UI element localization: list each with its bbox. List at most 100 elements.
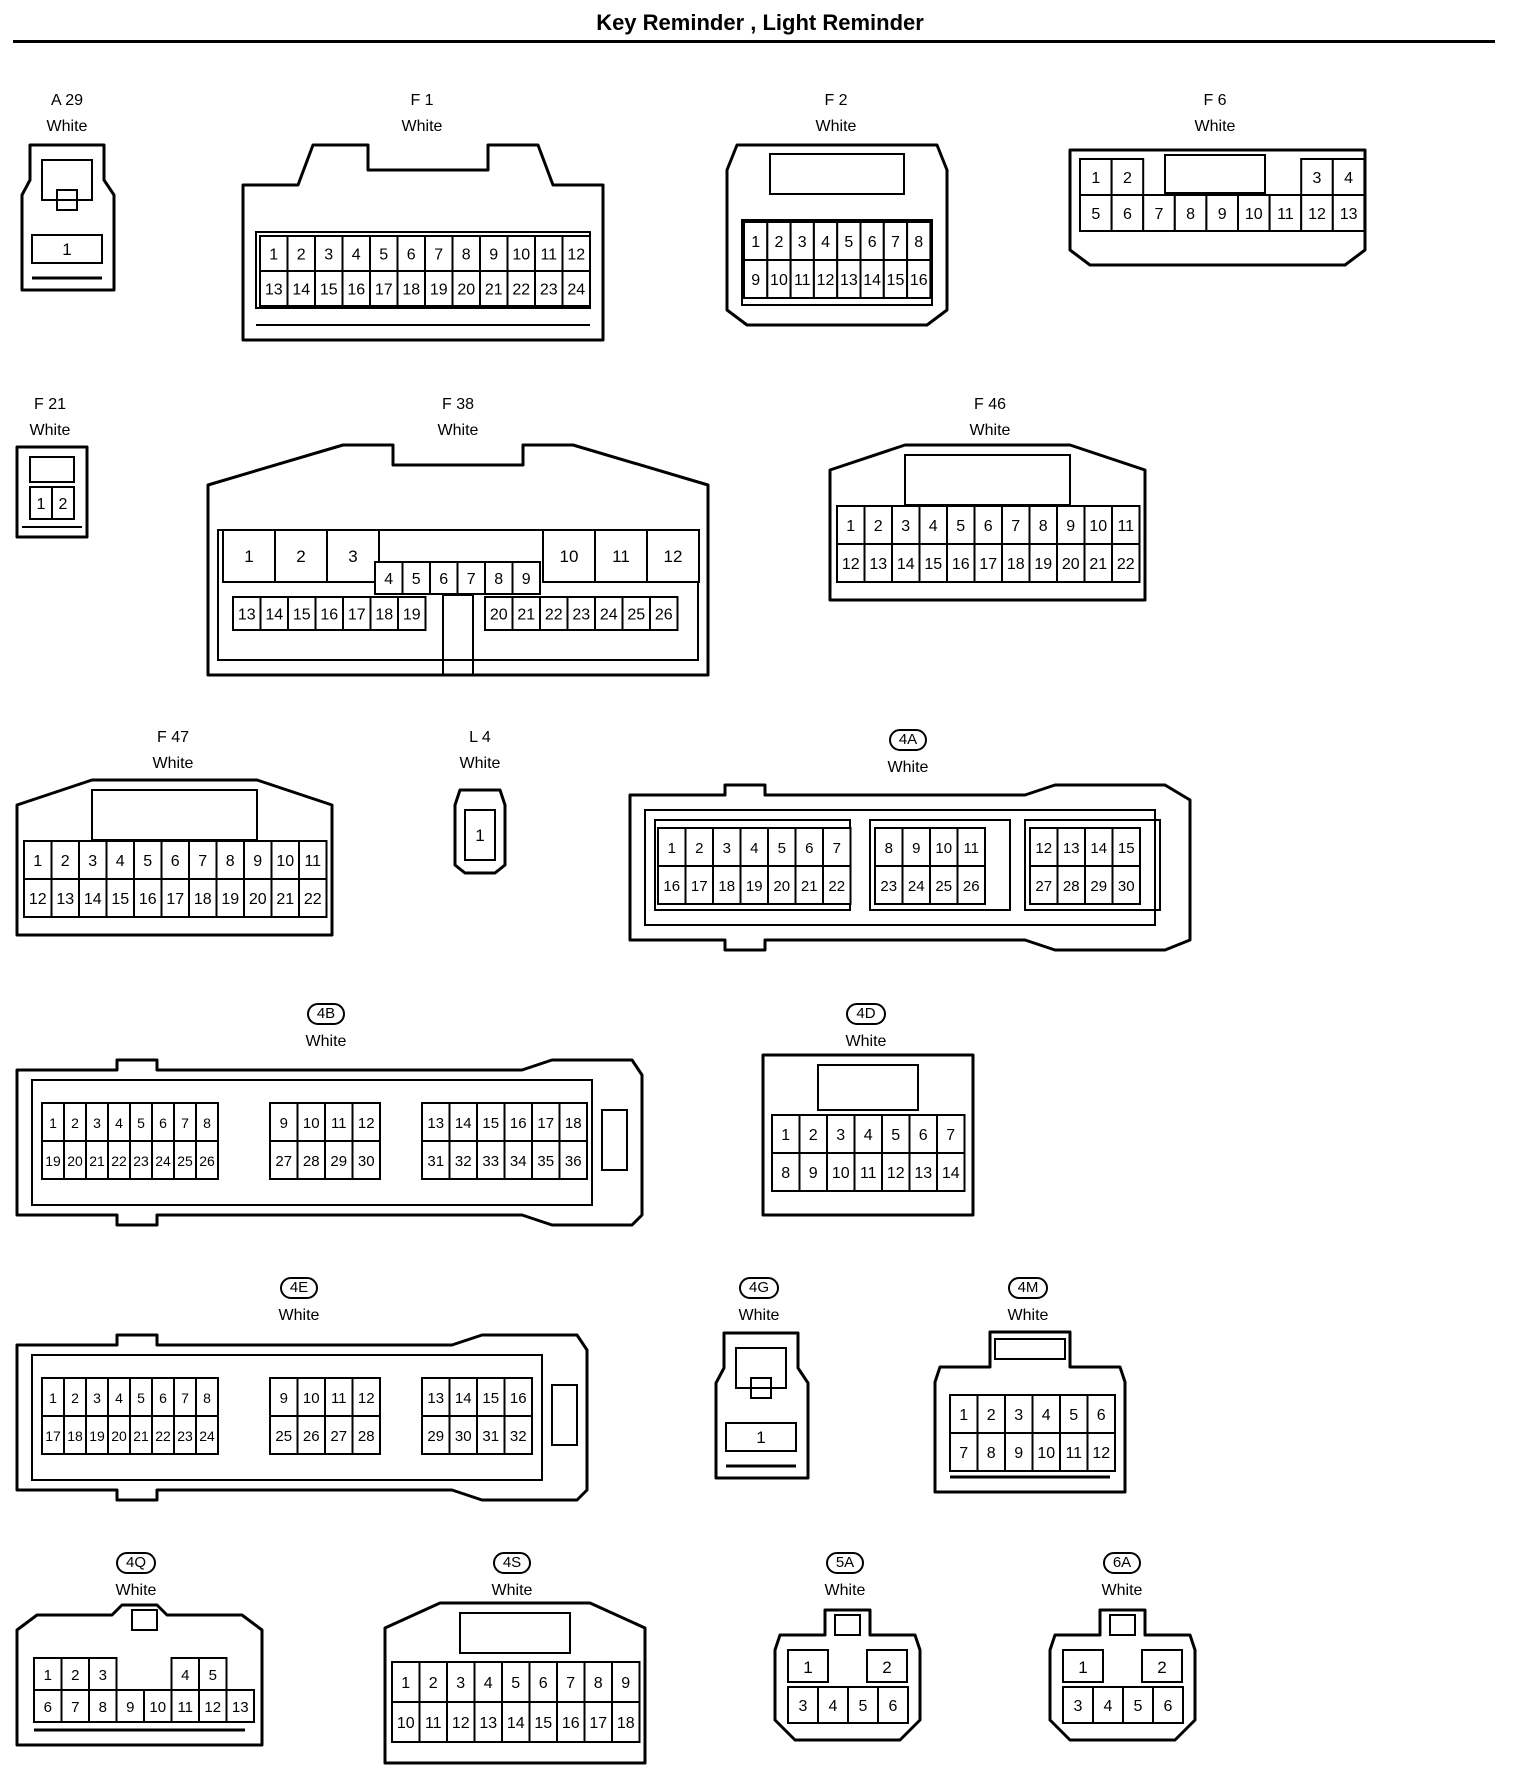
pin-c4b-5: 5 bbox=[129, 1102, 153, 1142]
pin-c4d-11: 11 bbox=[853, 1152, 883, 1192]
pin-c4a-19: 19 bbox=[739, 865, 769, 905]
pin-c4a-12: 12 bbox=[1029, 827, 1059, 867]
pin-c4b-2: 2 bbox=[63, 1102, 87, 1142]
pin-f47-6: 6 bbox=[160, 840, 190, 880]
pin-f1-13: 13 bbox=[259, 270, 289, 307]
pin-c4e-19: 19 bbox=[85, 1415, 109, 1455]
pin-c4d-13: 13 bbox=[908, 1152, 938, 1192]
svg-text:3: 3 bbox=[93, 1390, 101, 1406]
svg-text:25: 25 bbox=[275, 1428, 292, 1445]
pin-c5a-6: 6 bbox=[877, 1686, 909, 1724]
pin-f38-6: 6 bbox=[429, 561, 459, 595]
pin-c4e-3: 3 bbox=[85, 1377, 109, 1417]
svg-text:22: 22 bbox=[1117, 556, 1135, 573]
pin-c4a-21: 21 bbox=[794, 865, 824, 905]
pin-c4b-6: 6 bbox=[151, 1102, 175, 1142]
svg-text:3: 3 bbox=[324, 247, 333, 264]
svg-text:2: 2 bbox=[71, 1115, 79, 1131]
svg-text:8: 8 bbox=[914, 234, 923, 251]
pin-f38-11: 11 bbox=[594, 529, 648, 583]
svg-text:5: 5 bbox=[1069, 1407, 1078, 1424]
svg-text:17: 17 bbox=[979, 556, 997, 573]
pin-c4a-11: 11 bbox=[956, 827, 986, 867]
svg-text:16: 16 bbox=[562, 1715, 580, 1732]
pin-f38-15: 15 bbox=[287, 596, 317, 631]
pin-f46-8: 8 bbox=[1028, 505, 1058, 545]
pin-f1-15: 15 bbox=[314, 270, 344, 307]
pin-c4a-2: 2 bbox=[684, 827, 714, 867]
svg-text:14: 14 bbox=[265, 607, 283, 624]
pin-f46-12: 12 bbox=[836, 543, 866, 583]
pin-c4a-18: 18 bbox=[712, 865, 742, 905]
svg-text:3: 3 bbox=[348, 547, 357, 566]
svg-text:8: 8 bbox=[594, 1675, 603, 1692]
svg-text:3: 3 bbox=[456, 1675, 465, 1692]
pin-c4d-2: 2 bbox=[798, 1114, 828, 1154]
svg-text:2: 2 bbox=[774, 234, 783, 251]
pin-f21-2: 2 bbox=[51, 486, 75, 520]
svg-text:14: 14 bbox=[455, 1115, 472, 1132]
pin-c4a-27: 27 bbox=[1029, 865, 1059, 905]
pin-c4s-14: 14 bbox=[501, 1701, 531, 1743]
pin-f6-7: 7 bbox=[1142, 194, 1176, 232]
svg-text:7: 7 bbox=[1011, 518, 1020, 535]
pin-f46-18: 18 bbox=[1001, 543, 1031, 583]
svg-text:4: 4 bbox=[384, 571, 393, 588]
svg-text:6: 6 bbox=[805, 840, 813, 857]
svg-text:12: 12 bbox=[664, 547, 683, 566]
pin-c5a-3: 3 bbox=[787, 1686, 819, 1724]
pin-f46-14: 14 bbox=[891, 543, 921, 583]
pin-c4a-3: 3 bbox=[712, 827, 742, 867]
pin-f47-2: 2 bbox=[50, 840, 80, 880]
svg-text:5: 5 bbox=[859, 1698, 868, 1715]
pin-c4a-26: 26 bbox=[956, 865, 986, 905]
svg-text:1: 1 bbox=[781, 1127, 790, 1144]
connector-a29: 1 bbox=[20, 143, 116, 292]
svg-text:13: 13 bbox=[427, 1115, 444, 1132]
svg-text:26: 26 bbox=[303, 1428, 320, 1445]
pin-c4s-9: 9 bbox=[611, 1661, 641, 1703]
pin-f38-2: 2 bbox=[274, 529, 328, 583]
pin-c4d-12: 12 bbox=[881, 1152, 911, 1192]
svg-text:11: 11 bbox=[304, 853, 321, 870]
svg-text:3: 3 bbox=[93, 1115, 101, 1131]
pin-f1-7: 7 bbox=[424, 235, 454, 272]
svg-text:4: 4 bbox=[929, 518, 938, 535]
svg-text:11: 11 bbox=[1117, 518, 1134, 535]
svg-text:1: 1 bbox=[44, 1667, 52, 1684]
svg-text:3: 3 bbox=[1313, 170, 1322, 187]
svg-text:10: 10 bbox=[770, 272, 788, 289]
pin-f6-3: 3 bbox=[1300, 158, 1334, 196]
svg-text:32: 32 bbox=[510, 1428, 527, 1445]
pin-f47-19: 19 bbox=[215, 878, 245, 918]
pin-c4b-21: 21 bbox=[85, 1140, 109, 1180]
svg-text:5: 5 bbox=[137, 1115, 145, 1131]
pin-c4b-13: 13 bbox=[421, 1102, 451, 1142]
pin-c4d-3: 3 bbox=[826, 1114, 856, 1154]
pin-f1-18: 18 bbox=[396, 270, 426, 307]
svg-text:4: 4 bbox=[484, 1675, 493, 1692]
svg-text:7: 7 bbox=[891, 234, 900, 251]
pin-f2-2: 2 bbox=[766, 221, 792, 261]
pin-c4a-29: 29 bbox=[1084, 865, 1114, 905]
pin-f46-7: 7 bbox=[1001, 505, 1031, 545]
pin-c4e-31: 31 bbox=[476, 1415, 506, 1455]
pin-f46-15: 15 bbox=[918, 543, 948, 583]
pin-c4b-22: 22 bbox=[107, 1140, 131, 1180]
pin-f46-10: 10 bbox=[1083, 505, 1113, 545]
svg-text:3: 3 bbox=[723, 840, 731, 857]
svg-text:12: 12 bbox=[29, 891, 47, 908]
svg-text:7: 7 bbox=[959, 1445, 968, 1462]
svg-text:3: 3 bbox=[1074, 1698, 1083, 1715]
svg-text:2: 2 bbox=[297, 247, 306, 264]
